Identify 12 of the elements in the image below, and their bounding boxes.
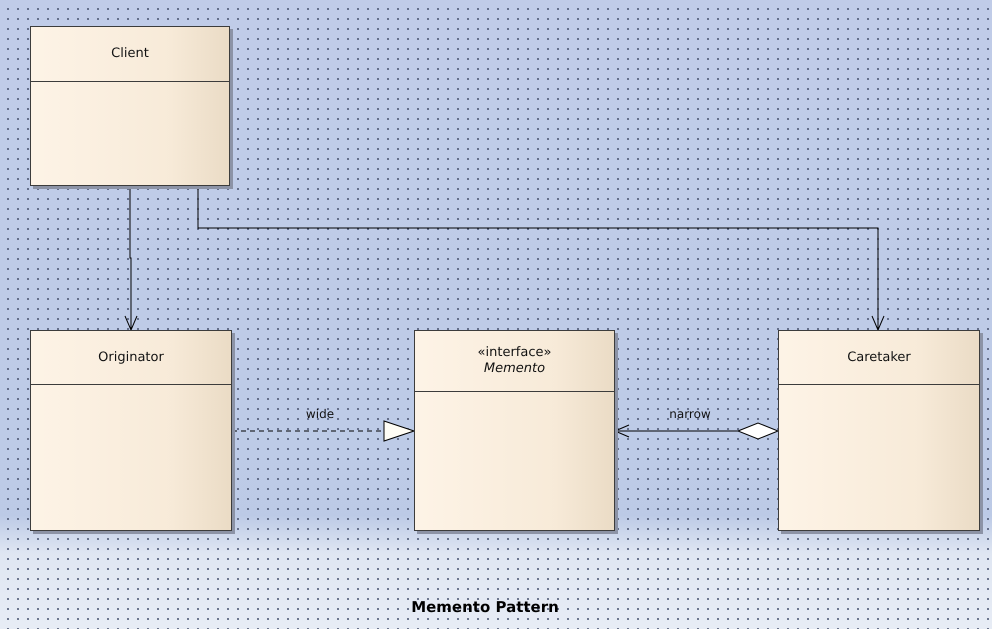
- class-name: Originator: [98, 350, 164, 366]
- class-box: [30, 26, 230, 186]
- class-name: Client: [111, 46, 149, 62]
- class-name: Memento: [484, 361, 546, 377]
- edge-label: wide: [306, 407, 334, 421]
- edge-label: narrow: [669, 407, 711, 421]
- class-name: «interface»: [478, 345, 552, 361]
- class-box: [30, 330, 232, 531]
- class-name: Caretaker: [847, 350, 911, 366]
- class-box: [414, 330, 615, 531]
- class-box: [778, 330, 980, 531]
- diagram-caption: Memento Pattern: [410, 598, 560, 616]
